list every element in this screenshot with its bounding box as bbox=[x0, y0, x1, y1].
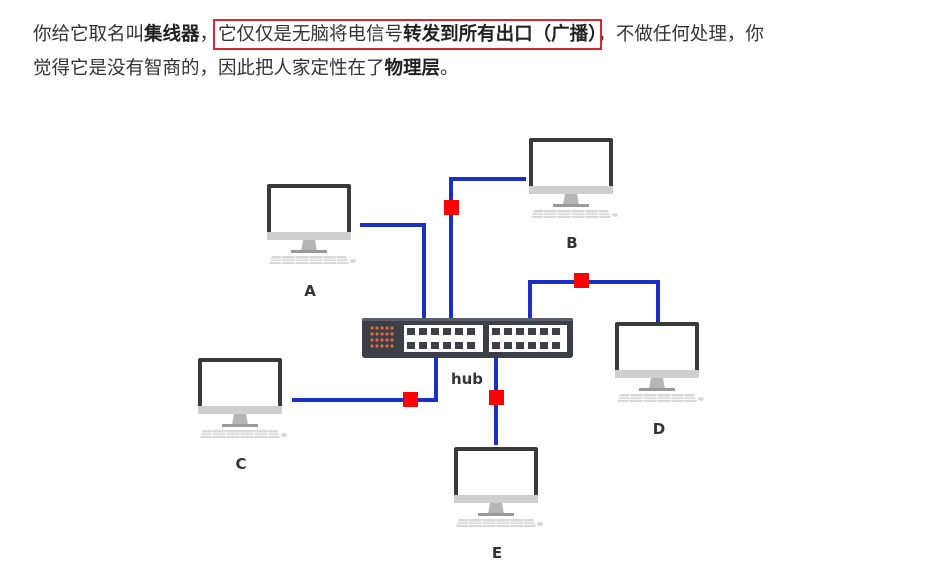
computer-d-icon bbox=[614, 321, 705, 403]
intro-paragraph: 你给它取名叫集线器，它仅仅是无脑将电信号转发到所有出口（广播），不做任何处理，你… bbox=[33, 18, 913, 86]
text-broadcast-all-ports: 转发到所有出口（广播） bbox=[403, 24, 598, 45]
computer-a-label: A bbox=[304, 282, 316, 300]
hub-label: hub bbox=[451, 370, 483, 388]
computer-c-icon bbox=[197, 357, 288, 439]
computer-c-label: C bbox=[235, 455, 246, 473]
computer-d-label: D bbox=[653, 420, 665, 438]
term-hub: 集线器 bbox=[144, 24, 200, 45]
text-no-intelligence: 觉得它是没有智商的，因此把人家定性在了 bbox=[33, 58, 385, 79]
cable-b bbox=[449, 177, 526, 320]
computer-b-icon bbox=[528, 137, 619, 219]
cable-c bbox=[292, 357, 438, 402]
signal-marker-b bbox=[444, 200, 459, 215]
cable-a bbox=[360, 223, 426, 320]
comma: ， bbox=[199, 24, 219, 45]
computer-b-label: B bbox=[566, 234, 577, 252]
period: 。 bbox=[440, 58, 459, 79]
signal-marker-e bbox=[489, 390, 504, 405]
paragraph-line-2: 觉得它是没有智商的，因此把人家定性在了物理层。 bbox=[33, 52, 913, 86]
computer-e-icon bbox=[453, 446, 544, 528]
computer-e-label: E bbox=[492, 544, 502, 562]
signal-marker-c bbox=[403, 392, 418, 407]
term-physical-layer: 物理层 bbox=[384, 58, 441, 79]
text-only-forwards: 它仅仅是无脑将电信号 bbox=[218, 24, 404, 45]
computer-a-icon bbox=[266, 183, 357, 265]
signal-marker-d bbox=[574, 273, 589, 288]
text-no-processing: ，不做任何处理，你 bbox=[597, 24, 764, 45]
paragraph-line-1: 你给它取名叫集线器，它仅仅是无脑将电信号转发到所有出口（广播），不做任何处理，你 bbox=[33, 18, 913, 52]
highlighted-phrase: 它仅仅是无脑将电信号转发到所有出口（广播） bbox=[213, 19, 603, 50]
hub-device bbox=[362, 318, 573, 358]
cable-d bbox=[528, 280, 660, 322]
text-you-named-it: 你给它取名叫 bbox=[33, 24, 145, 45]
